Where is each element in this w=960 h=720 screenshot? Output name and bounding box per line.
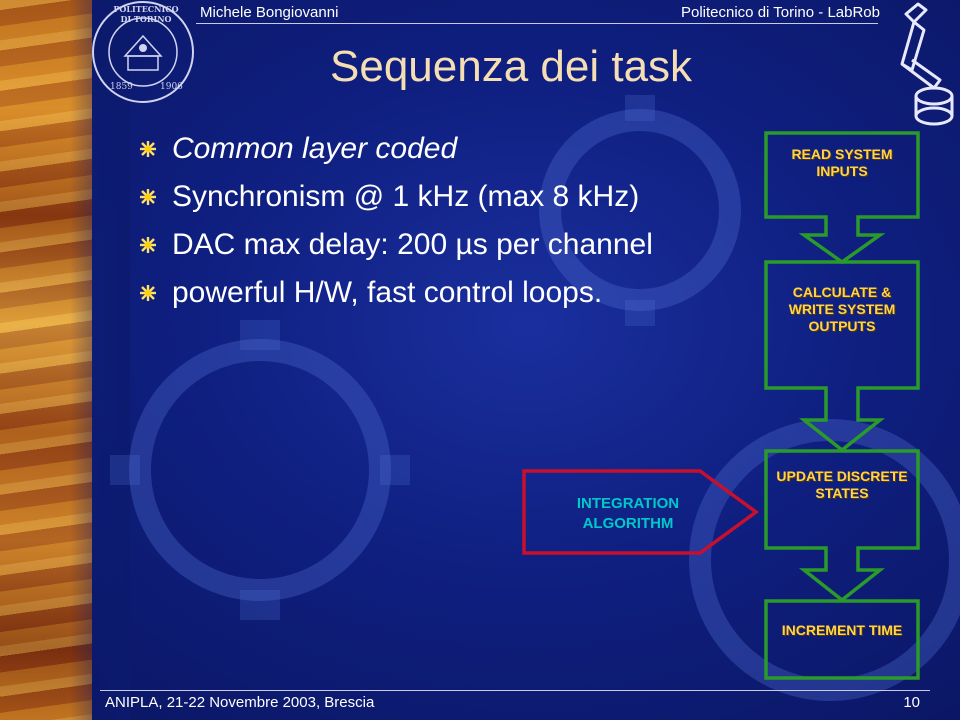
gear-tooth [380,455,410,485]
gear-shape [539,109,741,311]
bullet-item: powerful H/W, fast control loops. [140,274,740,312]
flow-step-read-inputs [764,131,920,265]
bullet-item: Common layer coded [140,130,740,168]
gear-shape [129,339,391,601]
logo-year-right: 1906 [160,82,183,92]
gear-tooth [625,95,655,121]
gear-tooth [240,590,280,620]
university-seal-logo [92,1,194,103]
header-divider [196,23,878,24]
bullet-list: Common layer coded Synchronism @ 1 kHz (… [140,130,740,322]
integration-algorithm-label: INTEGRATION ALGORITHM [576,495,680,532]
left-strip-fade [70,0,130,720]
logo-top-text: POLITECNICO DI TORINO [113,4,179,24]
starburst-bullet-icon [140,237,156,253]
bullet-text: Common layer coded [172,132,458,165]
flow-step-label: INCREMENT TIME [781,622,903,638]
header-author: Michele Bongiovanni [200,4,339,21]
page-number: 10 [903,694,920,711]
bullet-text: Synchronism @ 1 kHz (max 8 kHz) [172,180,640,213]
flow-step-label: CALCULATE & WRITE SYSTEM OUTPUTS [788,284,896,334]
robot-arm-icon [900,2,954,126]
flow-step-label: UPDATE DISCRETE STATES [776,468,908,501]
slide-title: Sequenza dei task [330,42,693,91]
bullet-text: DAC max delay: 200 µs per channel [172,228,653,261]
flow-step-calculate-write [764,260,920,453]
starburst-bullet-icon [140,285,156,301]
footer-divider [100,690,930,691]
gear-tooth [110,455,140,485]
flow-step-label: READ SYSTEM INPUTS [791,146,893,179]
bullet-text: powerful H/W, fast control loops. [172,276,603,309]
starburst-bullet-icon [140,141,156,157]
footer-event: ANIPLA, 21-22 Novembre 2003, Brescia [105,694,375,711]
logo-year-left: 1859 [110,82,133,92]
bullet-item: Synchronism @ 1 kHz (max 8 kHz) [140,178,740,216]
bullet-item: DAC max delay: 200 µs per channel [140,226,740,264]
gear-tooth [625,300,655,326]
flow-step-update-states [764,449,920,603]
integration-algorithm-arrow [522,469,759,555]
flow-step-increment-time [764,599,920,680]
starburst-bullet-icon [140,189,156,205]
gear-tooth [240,320,280,350]
header-institution: Politecnico di Torino - LabRob [680,4,880,21]
